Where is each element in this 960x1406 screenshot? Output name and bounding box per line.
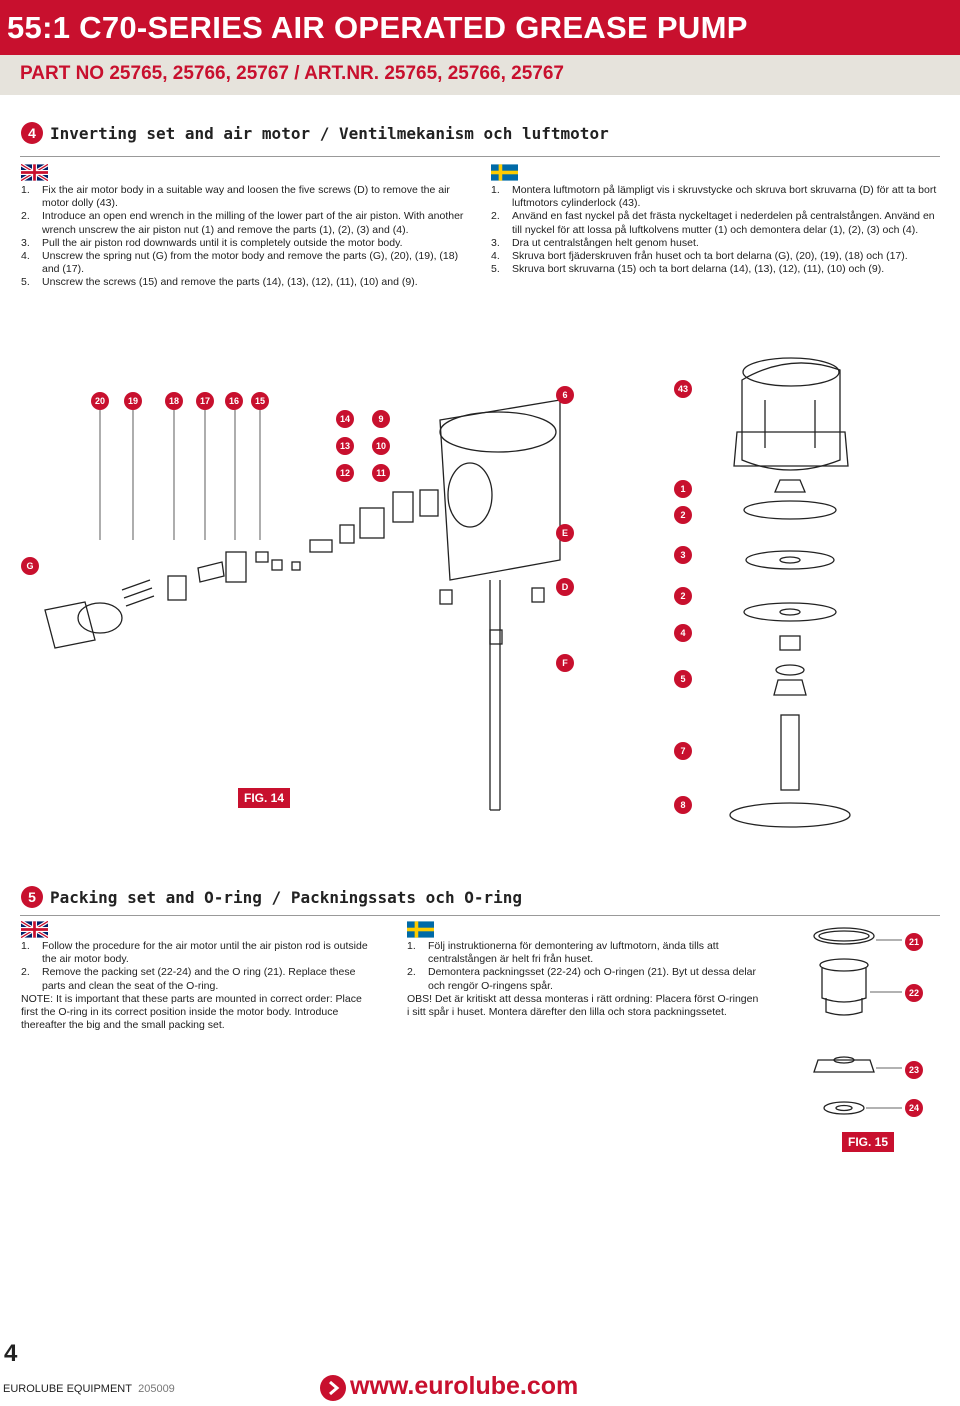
callout-43: 43 (674, 380, 692, 398)
section-5-sv-steps: 1.Följ instruktionerna för demontering a… (407, 940, 759, 993)
callout-24: 24 (905, 1099, 923, 1117)
callout-17: 17 (196, 392, 214, 410)
list-item: 2.Introduce an open end wrench in the mi… (21, 210, 464, 236)
callout-15: 15 (251, 392, 269, 410)
callout-3: 3 (674, 546, 692, 564)
part-number-subtitle: PART NO 25765, 25766, 25767 / ART.NR. 25… (20, 63, 564, 84)
callout-5: 5 (674, 670, 692, 688)
list-item: 3.Pull the air piston rod downwards unti… (21, 236, 403, 249)
callout-19: 19 (124, 392, 142, 410)
section-4-rule (20, 156, 940, 157)
callout-16: 16 (225, 392, 243, 410)
section-4-title: Inverting set and air motor / Ventilmeka… (50, 124, 609, 143)
list-item: 5.Skruva bort skruvarna (15) och ta bort… (491, 263, 885, 276)
section-5-en-content: 1.Follow the procedure for the air motor… (21, 940, 381, 1032)
callout-F: F (556, 654, 574, 672)
callout-18: 18 (165, 392, 183, 410)
list-item: 2.Demontera packningsset (22-24) och O-r… (407, 966, 756, 992)
section-4-badge: 4 (21, 122, 43, 144)
footer-company: EUROLUBE EQUIPMENT 205009 (3, 1383, 175, 1395)
list-item: 4.Unscrew the spring nut (G) from the mo… (21, 250, 459, 276)
website-link[interactable]: www.eurolube.com (350, 1372, 579, 1400)
callout-E: E (556, 524, 574, 542)
list-item: 5.Unscrew the screws (15) and remove the… (21, 276, 418, 289)
footer-document-code: 205009 (138, 1383, 175, 1395)
callout-D: D (556, 578, 574, 596)
uk-flag-icon (21, 921, 48, 938)
list-item: 1.Follow the procedure for the air motor… (21, 940, 368, 966)
callout-21: 21 (905, 933, 923, 951)
callout-7: 7 (674, 742, 692, 760)
section-4-en-steps: 1.Fix the air motor body in a suitable w… (21, 184, 469, 290)
list-item: 4.Skruva bort fjäderskruven från huset o… (491, 250, 908, 263)
callout-20: 20 (91, 392, 109, 410)
callout-2: 2 (674, 506, 692, 524)
list-item: 1.Följ instruktionerna för demontering a… (407, 940, 719, 966)
list-item: 2.Remove the packing set (22-24) and the… (21, 966, 356, 992)
callout-2b: 2 (674, 587, 692, 605)
section-4-sv-steps: 1.Montera luftmotorn på lämpligt vis i s… (491, 184, 941, 276)
page-title: 55:1 C70-SERIES AIR OPERATED GREASE PUMP (7, 10, 748, 45)
exploded-view-air-motor-drawing (44, 357, 851, 828)
callout-12: 12 (336, 464, 354, 482)
callout-14: 14 (336, 410, 354, 428)
section-5-sv-note: OBS! Det är kritiskt att dessa monteras … (407, 992, 759, 1019)
callout-4: 4 (674, 624, 692, 642)
list-item: 1.Montera luftmotorn på lämpligt vis i s… (491, 184, 937, 210)
sweden-flag-icon (491, 164, 518, 181)
callout-9: 9 (372, 410, 390, 428)
subtitle-band (0, 55, 960, 95)
callout-13: 13 (336, 437, 354, 455)
exploded-view-packing-set-drawing (813, 927, 902, 1115)
section-5-title: Packing set and O-ring / Packningssats o… (50, 888, 523, 907)
eurolube-logo-icon (320, 1375, 346, 1401)
callout-8: 8 (674, 796, 692, 814)
section-5-rule (20, 915, 940, 916)
section-5-en-note: NOTE: It is important that these parts a… (21, 992, 362, 1032)
list-item: 2.Använd en fast nyckel på det frästa ny… (491, 210, 935, 236)
section-5-badge: 5 (21, 886, 43, 908)
list-item: 1.Fix the air motor body in a suitable w… (21, 184, 450, 210)
callout-11: 11 (372, 464, 390, 482)
header-band (0, 0, 960, 55)
callout-23: 23 (905, 1061, 923, 1079)
callout-G: G (21, 557, 39, 575)
callout-1: 1 (674, 480, 692, 498)
callout-10: 10 (372, 437, 390, 455)
callout-22: 22 (905, 984, 923, 1002)
figure-label-14: FIG. 14 (238, 788, 291, 808)
section-5-sv-content: 1.Följ instruktionerna för demontering a… (407, 940, 759, 1019)
list-item: 3.Dra ut centralstången helt genom huset… (491, 236, 699, 249)
figure-label-15: FIG. 15 (842, 1132, 895, 1152)
uk-flag-icon (21, 164, 48, 181)
sweden-flag-icon (407, 921, 434, 938)
section-5-en-steps: 1.Follow the procedure for the air motor… (21, 940, 381, 993)
callout-6: 6 (556, 386, 574, 404)
page-number: 4 (4, 1340, 18, 1367)
